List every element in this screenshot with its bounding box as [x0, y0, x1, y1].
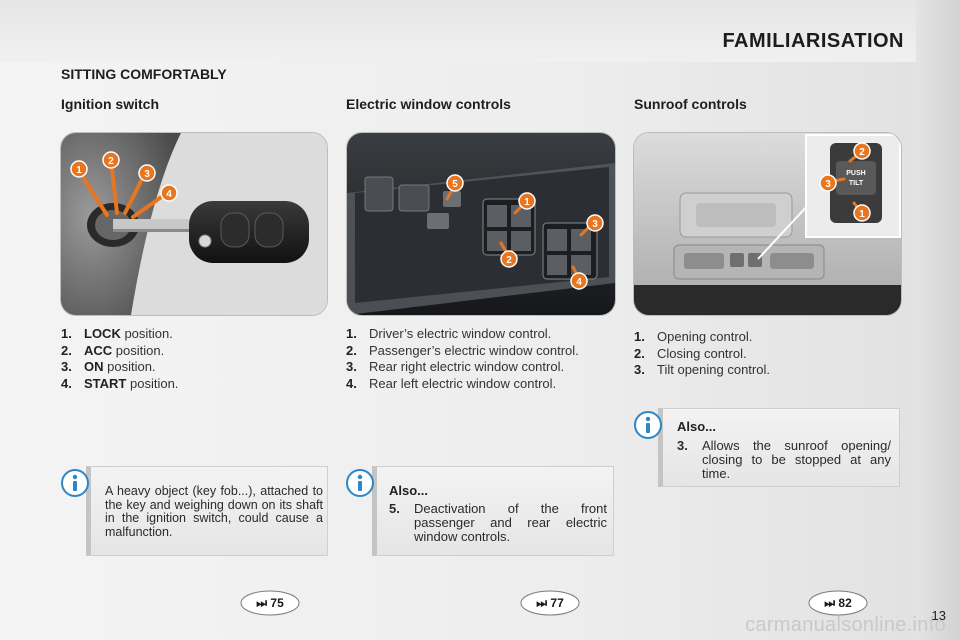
- note-item-number: 3.: [677, 438, 688, 453]
- item-text: position.: [126, 375, 179, 391]
- note-item: 3. Allows the sunroof opening/ closing t…: [677, 439, 891, 481]
- chapter-title: FAMILIARISATION: [722, 30, 904, 52]
- item-text: Closing control.: [657, 345, 747, 361]
- list-item: 4. Rear left electric window control.: [346, 376, 622, 393]
- list-item: 2. Closing control.: [634, 346, 894, 363]
- list-item: 2. Passenger’s electric window control.: [346, 343, 622, 360]
- page-number: 13: [931, 608, 946, 623]
- item-number: 4.: [346, 375, 357, 391]
- info-icon: [346, 469, 374, 497]
- item-number: 3.: [61, 359, 72, 374]
- page-reference-75[interactable]: ⏭ 75: [240, 588, 300, 618]
- item-number: 2.: [634, 345, 645, 361]
- item-text: Rear right electric window control.: [369, 359, 565, 374]
- item-number: 1.: [61, 326, 72, 341]
- item-keyword: START: [84, 375, 127, 391]
- note-item-text: Deactivation of the front passenger and …: [414, 501, 607, 544]
- note-title: Also...: [677, 419, 717, 434]
- item-number: 2.: [346, 342, 357, 358]
- watermark: carmanualsonline.info: [745, 614, 946, 636]
- page-reference-label: ⏭ 77: [536, 596, 564, 610]
- window-callout-2: 2: [506, 255, 512, 266]
- windows-info-note: Also... 5. Deactivation of the front pas…: [372, 466, 614, 556]
- note-text: A heavy object (key fob...), attached to…: [105, 484, 323, 539]
- ignition-title: Ignition switch: [61, 96, 159, 112]
- ignition-callout-1: 1: [76, 165, 82, 176]
- windows-list: 1. Driver’s electric window control. 2. Pa…: [346, 326, 622, 392]
- list-item: 1. Driver’s electric window control.: [346, 326, 622, 343]
- sunroof-info-note: Also... 3. Allows the sunroof opening/ c…: [658, 408, 900, 487]
- sunroof-button-label-push: PUSH: [846, 170, 865, 177]
- ignition-switch-photo: 1 2 3 4: [60, 132, 328, 316]
- list-item: 3. Tilt opening control.: [634, 362, 894, 379]
- ignition-info-note: A heavy object (key fob...), attached to…: [86, 466, 328, 556]
- item-text: position.: [112, 342, 165, 358]
- item-keyword: ACC: [84, 342, 113, 358]
- list-item: 1. LOCK position.: [61, 326, 321, 343]
- item-keyword: LOCK: [84, 326, 121, 341]
- item-number: 1.: [634, 329, 645, 344]
- item-text: Rear left electric window control.: [369, 375, 557, 391]
- item-text: Passenger’s electric window control.: [369, 342, 579, 358]
- window-callout-4: 4: [576, 277, 582, 288]
- list-item: 3. ON position.: [61, 359, 321, 376]
- sunroof-controls-photo: PUSH TILT 2 3 1: [633, 132, 902, 316]
- info-icon: [61, 469, 89, 497]
- sunroof-callout-3: 3: [825, 179, 831, 190]
- list-item: 2. ACC position.: [61, 343, 321, 360]
- sunroof-list: 1. Opening control. 2. Closing control. 3.…: [634, 329, 894, 379]
- ignition-callout-3: 3: [144, 169, 150, 180]
- window-controls-photo: 5 1 2 3 4: [346, 132, 616, 316]
- right-edge-strip: [916, 0, 960, 640]
- item-text: Tilt opening control.: [657, 362, 770, 377]
- list-item: 4. START position.: [61, 376, 321, 393]
- sunroof-title: Sunroof controls: [634, 96, 747, 112]
- item-number: 3.: [634, 362, 645, 377]
- page-reference-82[interactable]: ⏭ 82: [808, 588, 868, 618]
- window-callout-5: 5: [452, 179, 458, 190]
- ignition-callout-2: 2: [108, 156, 114, 167]
- item-text: position.: [120, 326, 173, 341]
- list-item: 3. Rear right electric window control.: [346, 359, 622, 376]
- header-band: [0, 0, 960, 62]
- page-reference-77[interactable]: ⏭ 77: [520, 588, 580, 618]
- page-reference-label: ⏭ 82: [824, 596, 852, 610]
- item-text: position.: [103, 359, 156, 374]
- section-title: SITTING COMFORTABLY: [61, 66, 227, 82]
- info-icon: [634, 411, 662, 439]
- item-number: 1.: [346, 326, 357, 341]
- ignition-list: 1. LOCK position. 2. ACC position. 3. ON po…: [61, 326, 321, 392]
- sunroof-callout-2: 2: [859, 147, 865, 158]
- window-callout-1: 1: [524, 197, 530, 208]
- ignition-callout-4: 4: [166, 189, 172, 200]
- item-text: Opening control.: [657, 329, 753, 344]
- note-title: Also...: [389, 483, 429, 498]
- note-item-number: 5.: [389, 501, 400, 516]
- item-keyword: ON: [84, 359, 104, 374]
- item-number: 4.: [61, 375, 72, 391]
- note-item-text: Allows the sunroof opening/ closing to b…: [702, 438, 891, 481]
- item-number: 2.: [61, 342, 72, 358]
- sunroof-callout-1: 1: [859, 209, 865, 220]
- list-item: 1. Opening control.: [634, 329, 894, 346]
- sunroof-button-label-tilt: TILT: [849, 180, 864, 187]
- windows-title: Electric window controls: [346, 96, 511, 112]
- note-item: 5. Deactivation of the front passenger a…: [389, 502, 607, 544]
- window-callout-3: 3: [592, 219, 598, 230]
- page-reference-label: ⏭ 75: [256, 596, 284, 610]
- item-number: 3.: [346, 359, 357, 374]
- item-text: Driver’s electric window control.: [369, 326, 552, 341]
